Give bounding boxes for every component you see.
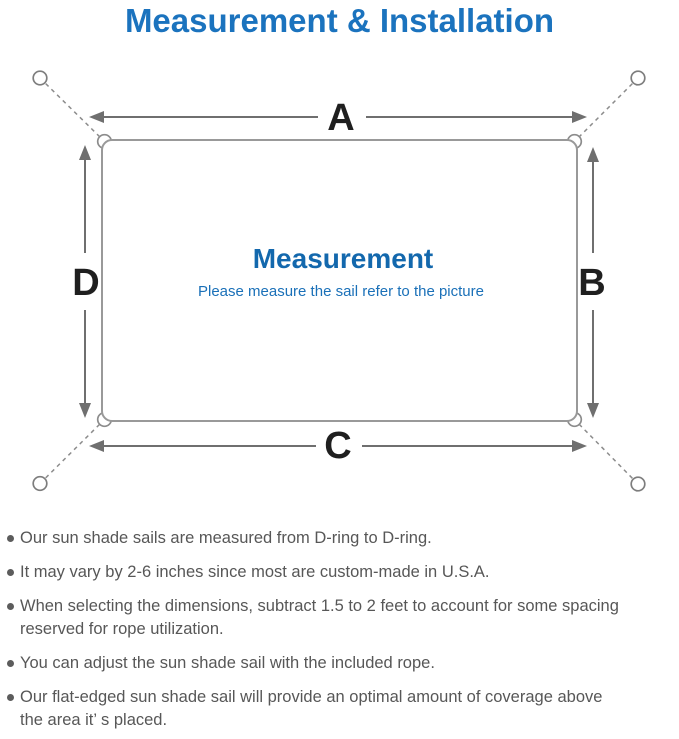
bullet-icon: [7, 660, 14, 667]
rope-dashed-line-bottom-right: [573, 418, 639, 485]
dimension-label-c: C: [324, 425, 351, 467]
arrowhead-icon-a-right: [572, 111, 587, 123]
note-item-adjust-rope: You can adjust the sun shade sail with t…: [0, 652, 675, 675]
dimension-label-d: D: [72, 262, 99, 304]
arrowhead-icon-d-bottom: [79, 403, 91, 418]
anchor-point-icon-top-right: [630, 70, 646, 86]
anchor-point-icon-bottom-right: [630, 476, 646, 492]
dimension-arrow-d: D: [72, 145, 100, 418]
diagram-center-heading: Measurement: [253, 243, 434, 274]
dimension-label-b: B: [578, 262, 605, 304]
sail-outline: [101, 139, 578, 422]
rope-lines: [39, 77, 639, 485]
dimension-arrow-b: B: [578, 147, 606, 418]
note-item-subtract-feet: When selecting the dimensions, subtract …: [0, 595, 675, 641]
notes-list: Our sun shade sails are measured from D-…: [0, 527, 675, 739]
anchor-point-icon-bottom-left: [32, 475, 48, 492]
dimension-arrow-c: C: [89, 425, 587, 467]
note-text: When selecting the dimensions, subtract …: [20, 597, 619, 615]
note-text: You can adjust the sun shade sail with t…: [20, 654, 435, 672]
note-text: It may vary by 2-6 inches since most are…: [20, 563, 490, 581]
rope-dashed-line-bottom-left: [39, 418, 106, 485]
sail-measurement-diagram: A C D B Measurement Please meas: [32, 70, 646, 492]
dimension-label-a: A: [327, 97, 354, 139]
bullet-icon: [7, 694, 14, 701]
arrowhead-icon-c-right: [572, 440, 587, 452]
arrowhead-icon-b-top: [587, 147, 599, 162]
note-item-vary-inches: It may vary by 2-6 inches since most are…: [0, 561, 675, 584]
bullet-icon: [7, 603, 14, 610]
rope-dashed-line-top-right: [573, 77, 639, 143]
arrowhead-icon-a-left: [89, 111, 104, 123]
arrowhead-icon-c-left: [89, 440, 104, 452]
arrowhead-icon-b-bottom: [587, 403, 599, 418]
note-text: reserved for rope utilization.: [20, 620, 224, 638]
note-text: Our sun shade sails are measured from D-…: [20, 529, 432, 547]
note-item-dring-measure: Our sun shade sails are measured from D-…: [0, 527, 675, 550]
page-title: Measurement & Installation: [124, 2, 555, 39]
bullet-icon: [7, 569, 14, 576]
anchor-point-icon-top-left: [32, 70, 48, 86]
note-text: Our flat-edged sun shade sail will provi…: [20, 688, 603, 706]
note-item-coverage: Our flat-edged sun shade sail will provi…: [0, 686, 675, 732]
anchor-points: [32, 70, 646, 492]
diagram-center-caption: Please measure the sail refer to the pic…: [198, 283, 484, 300]
bullet-icon: [7, 535, 14, 542]
rope-dashed-line-top-left: [39, 77, 106, 143]
note-text: the area it’ s placed.: [20, 711, 168, 729]
arrowhead-icon-d-top: [79, 145, 91, 160]
dimension-arrow-a: A: [89, 97, 587, 139]
